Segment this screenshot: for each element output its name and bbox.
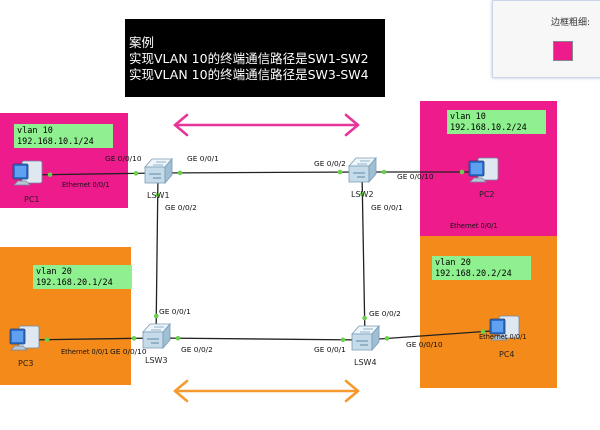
device-label: LSW3 bbox=[145, 356, 168, 365]
port-label-sw4-ge0010: GE 0/0/10 bbox=[406, 340, 443, 349]
port-label-pc2-eth: Ethernet 0/0/1 bbox=[450, 222, 498, 230]
vlan-ip-text: 192.168.20.2/24 bbox=[435, 269, 512, 279]
vlan-ip-text: 192.168.10.1/24 bbox=[17, 137, 94, 147]
link-pc3-lsw3[interactable] bbox=[24, 336, 157, 342]
port-indicator bbox=[47, 172, 53, 177]
device-label: LSW4 bbox=[354, 358, 377, 367]
port-label-sw1-ge001: GE 0/0/1 bbox=[187, 154, 219, 163]
port-indicator bbox=[459, 169, 465, 175]
device-pc2[interactable]: PC2 bbox=[468, 157, 499, 199]
port-label-pc1-eth: Ethernet 0/0/1 bbox=[62, 181, 110, 189]
vlan10-path-arrow bbox=[173, 113, 360, 137]
port-label-pc3-eth: Ethernet 0/0/1 bbox=[61, 348, 109, 356]
pc-icon bbox=[12, 160, 43, 186]
link-lsw4-pc4[interactable] bbox=[364, 329, 506, 341]
link-pc1-lsw1[interactable] bbox=[27, 171, 159, 177]
port-label-sw2-ge001: GE 0/0/1 bbox=[371, 203, 403, 212]
device-pc3[interactable]: PC3 bbox=[9, 325, 40, 368]
port-label-sw3-ge001: GE 0/0/1 bbox=[159, 307, 191, 316]
port-label-sw2-ge0010: GE 0/0/10 bbox=[397, 172, 434, 181]
port-label-sw3-ge0010: GE 0/0/10 bbox=[110, 347, 147, 356]
pc-icon bbox=[468, 157, 499, 183]
vlan-ip-text: 192.168.20.1/24 bbox=[36, 278, 113, 288]
device-lsw4[interactable]: LSW4 bbox=[351, 324, 380, 367]
pc-icon bbox=[489, 315, 520, 341]
port-label-sw4-ge002: GE 0/0/2 bbox=[369, 309, 401, 318]
device-label: PC4 bbox=[499, 350, 515, 359]
port-indicator bbox=[131, 336, 137, 341]
caption-title: 案例 bbox=[129, 35, 155, 50]
port-indicator bbox=[384, 336, 390, 341]
port-indicator bbox=[362, 315, 367, 321]
link-lsw3-lsw4[interactable] bbox=[155, 335, 366, 343]
device-pc1[interactable]: PC1 bbox=[12, 160, 43, 204]
device-lsw2[interactable]: LSW2 bbox=[348, 156, 377, 199]
port-indicator bbox=[360, 191, 365, 197]
border-width-panel: 边框粗细: bbox=[492, 0, 600, 78]
device-pc4[interactable]: PC4 bbox=[489, 315, 520, 359]
caption-line-second: 实现VLAN 10的终端通信路径是SW3-SW4 bbox=[129, 67, 369, 82]
port-label-sw1-ge0010: GE 0/0/10 bbox=[105, 154, 142, 163]
link-lsw2-pc2[interactable] bbox=[362, 169, 484, 175]
port-indicator bbox=[44, 337, 50, 342]
link-lsw2-lsw4[interactable] bbox=[360, 171, 367, 341]
port-indicator bbox=[155, 192, 161, 198]
port-label-sw3-ge002: GE 0/0/2 bbox=[181, 345, 213, 354]
port-indicator bbox=[177, 170, 183, 176]
vlan-ip-text: 192.168.10.2/24 bbox=[450, 123, 527, 133]
vlan20-path-arrow bbox=[173, 379, 360, 403]
device-lsw1[interactable]: LSW1 bbox=[144, 157, 173, 200]
vlan-id-text: vlan 20 bbox=[435, 258, 471, 268]
port-label-pc4-eth: Ethernet 0/0/1 bbox=[479, 333, 527, 341]
device-label: LSW1 bbox=[147, 191, 170, 200]
device-label: PC2 bbox=[479, 190, 495, 199]
link-lsw1-lsw2[interactable] bbox=[157, 169, 363, 176]
switch-icon bbox=[348, 156, 377, 184]
port-label-sw1-ge002: GE 0/0/2 bbox=[165, 203, 197, 212]
port-indicator bbox=[480, 329, 486, 334]
pc-icon bbox=[9, 325, 40, 351]
port-indicator bbox=[337, 169, 343, 175]
port-indicator bbox=[153, 313, 159, 319]
device-lsw3[interactable]: LSW3 bbox=[142, 322, 171, 365]
device-label: PC3 bbox=[18, 359, 34, 368]
device-label: PC1 bbox=[24, 195, 40, 204]
vlan-id-text: vlan 10 bbox=[450, 112, 486, 122]
port-indicator bbox=[381, 169, 387, 175]
border-color-swatch[interactable] bbox=[553, 41, 573, 61]
vlan-id-text: vlan 10 bbox=[17, 126, 53, 136]
link-lsw1-lsw3[interactable] bbox=[153, 172, 161, 339]
vlan-id-text: vlan 20 bbox=[36, 267, 72, 277]
port-label-sw4-ge001: GE 0/0/1 bbox=[314, 345, 346, 354]
port-indicator bbox=[133, 171, 139, 176]
port-label-sw2-ge002: GE 0/0/2 bbox=[314, 159, 346, 168]
caption-line-vlan10: 实现VLAN 10的终端通信路径是SW1-SW2 bbox=[129, 51, 369, 66]
case-caption: 案例 实现VLAN 10的终端通信路径是SW1-SW2 实现VLAN 10的终端… bbox=[125, 19, 385, 97]
switch-icon bbox=[351, 324, 380, 352]
port-indicator bbox=[175, 335, 181, 341]
border-width-label: 边框粗细: bbox=[551, 18, 591, 28]
switch-icon bbox=[142, 322, 171, 350]
device-label: LSW2 bbox=[351, 190, 374, 199]
port-indicator bbox=[340, 337, 346, 343]
switch-icon bbox=[144, 157, 173, 185]
